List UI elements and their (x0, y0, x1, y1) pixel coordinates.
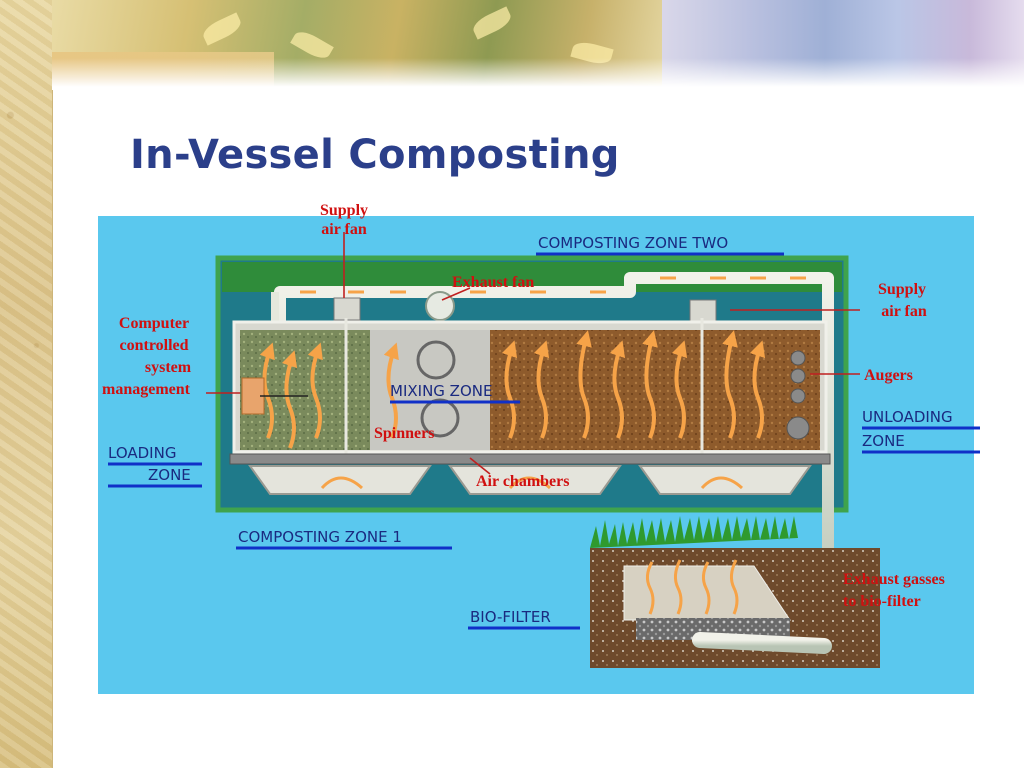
label-supply-fan-right-1: Supply (878, 281, 926, 298)
exhaust-duct (274, 272, 834, 638)
decorative-banner (52, 0, 1024, 90)
label-computer-1: Computer (119, 315, 189, 332)
parchment-strip (0, 0, 53, 768)
supply-fan-left (333, 297, 361, 321)
label-supply-fan-right-2: air fan (881, 303, 927, 320)
slide-title: In-Vessel Composting (130, 132, 620, 178)
vessel-shafts (344, 318, 704, 456)
label-computer-3: system (145, 359, 192, 376)
in-vessel-composting-diagram: Supply air fan Exhaust fan Supply air fa… (90, 188, 982, 700)
rising-air-arrows (259, 330, 766, 449)
label-exhaust-fan: Exhaust fan (452, 274, 534, 291)
label-computer-2: controlled (119, 337, 188, 354)
label-air-chambers: Air chambers (476, 473, 569, 490)
air-chamber-arrows (320, 476, 744, 490)
air-chambers (248, 465, 812, 495)
label-zone-two: COMPOSTING ZONE TWO (538, 234, 728, 252)
label-supply-fan-left-2: air fan (321, 221, 367, 238)
label-computer-4: management (102, 381, 191, 398)
label-biofilter: BIO-FILTER (470, 608, 551, 626)
label-mixing-zone: MIXING ZONE (390, 382, 492, 400)
label-loading-2: ZONE (148, 466, 191, 484)
label-underlines (108, 252, 980, 630)
auger-wheels (786, 350, 810, 440)
label-unloading-1: UNLOADING (862, 408, 953, 426)
biofilter-unit (590, 516, 880, 668)
banner-fade (52, 58, 1024, 90)
conveyor-floor (229, 453, 831, 465)
label-augers: Augers (864, 367, 913, 384)
label-unloading-2: ZONE (862, 432, 905, 450)
label-loading-1: LOADING (108, 444, 176, 462)
duct-flow-arrows (300, 276, 806, 294)
label-supply-fan-left-1: Supply (320, 202, 368, 219)
exhaust-fan (425, 291, 455, 321)
spinner-wheels (416, 340, 460, 438)
label-exhaust-gas-2: to bio-filter (843, 593, 921, 610)
label-exhaust-gas-1: Exhaust gasses (843, 571, 945, 588)
pointer-lines (206, 232, 860, 475)
label-spinners: Spinners (374, 425, 434, 442)
label-zone-one: COMPOSTING ZONE 1 (238, 528, 402, 546)
